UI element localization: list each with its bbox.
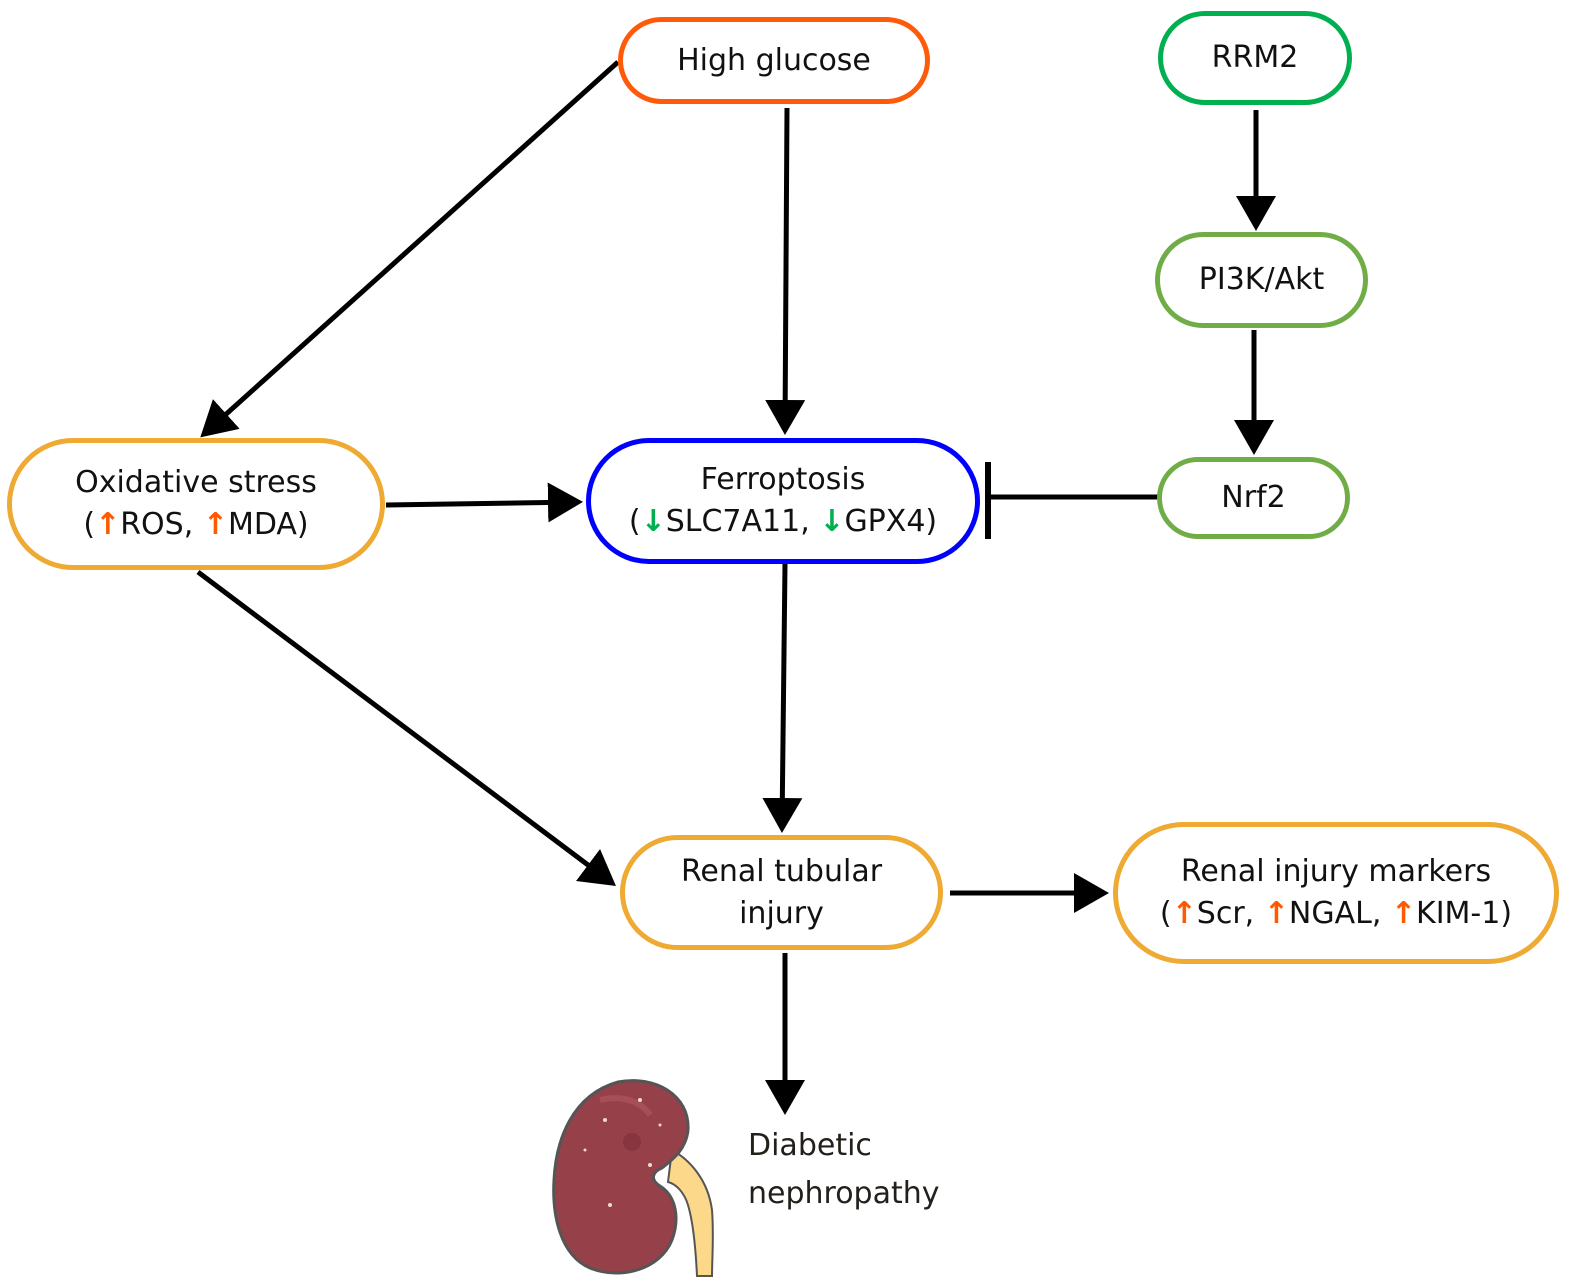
ferroptosis-markers: (↓SLC7A11, ↓GPX4) (628, 504, 938, 539)
up-arrow-icon: ↑ (95, 507, 121, 542)
diabetic-nephropathy-line2: nephropathy (748, 1176, 940, 1211)
marker-ngal: NGAL (1288, 896, 1372, 931)
marker-scr: Scr (1196, 896, 1245, 931)
down-arrow-icon: ↓ (819, 504, 845, 539)
node-pi3k-akt: PI3K/Akt (1155, 232, 1368, 328)
marker-kim1: KIM-1 (1416, 896, 1501, 931)
renal-tubular-label-line2: injury (739, 895, 824, 931)
node-renal-tubular-injury: Renal tubular injury (620, 835, 943, 950)
node-high-glucose: High glucose (618, 17, 930, 104)
renal-injury-markers-label: Renal injury markers (1180, 854, 1492, 889)
up-arrow-icon: ↑ (1390, 896, 1417, 931)
oxidative-stress-label: Oxidative stress (75, 465, 317, 500)
diabetic-nephropathy-line1: Diabetic (748, 1128, 872, 1163)
marker-gpx4: GPX4 (844, 504, 926, 539)
down-arrow-icon: ↓ (640, 504, 666, 539)
edge-highglucose-ferroptosis (765, 107, 806, 435)
edge-highglucose-oxidative (200, 60, 620, 438)
rrm2-label: RRM2 (1211, 40, 1299, 75)
oxidative-stress-markers: (↑ROS, ↑MDA) (83, 507, 309, 542)
renal-injury-markers-list: (↑Scr, ↑NGAL, ↑KIM-1) (1159, 896, 1513, 931)
marker-slc7a11: SLC7A11 (665, 504, 801, 539)
edge-ferroptosis-renaltubular (762, 563, 803, 833)
node-oxidative-stress: Oxidative stress (↑ROS, ↑MDA) (7, 438, 385, 570)
high-glucose-label: High glucose (677, 42, 871, 78)
edge-oxidative-ferroptosis (385, 482, 583, 523)
renal-tubular-label-line1: Renal tubular (680, 853, 883, 889)
node-rrm2: RRM2 (1158, 11, 1352, 105)
up-arrow-icon: ↑ (202, 507, 228, 542)
diabetic-nephropathy-label: Diabetic nephropathy (748, 1122, 940, 1218)
up-arrow-icon: ↑ (1263, 896, 1289, 931)
node-renal-injury-markers: Renal injury markers (↑Scr, ↑NGAL, ↑KIM-… (1113, 822, 1559, 964)
ferroptosis-label: Ferroptosis (700, 462, 866, 497)
marker-mda: MDA (227, 507, 297, 542)
edge-oxidative-renaltubular (196, 570, 616, 887)
node-ferroptosis: Ferroptosis (↓SLC7A11, ↓GPX4) (586, 438, 980, 564)
marker-ros: ROS (120, 507, 184, 542)
pi3k-akt-label: PI3K/Akt (1198, 262, 1325, 297)
nrf2-label: Nrf2 (1221, 480, 1286, 515)
node-nrf2: Nrf2 (1157, 457, 1350, 539)
up-arrow-icon: ↑ (1171, 896, 1197, 931)
